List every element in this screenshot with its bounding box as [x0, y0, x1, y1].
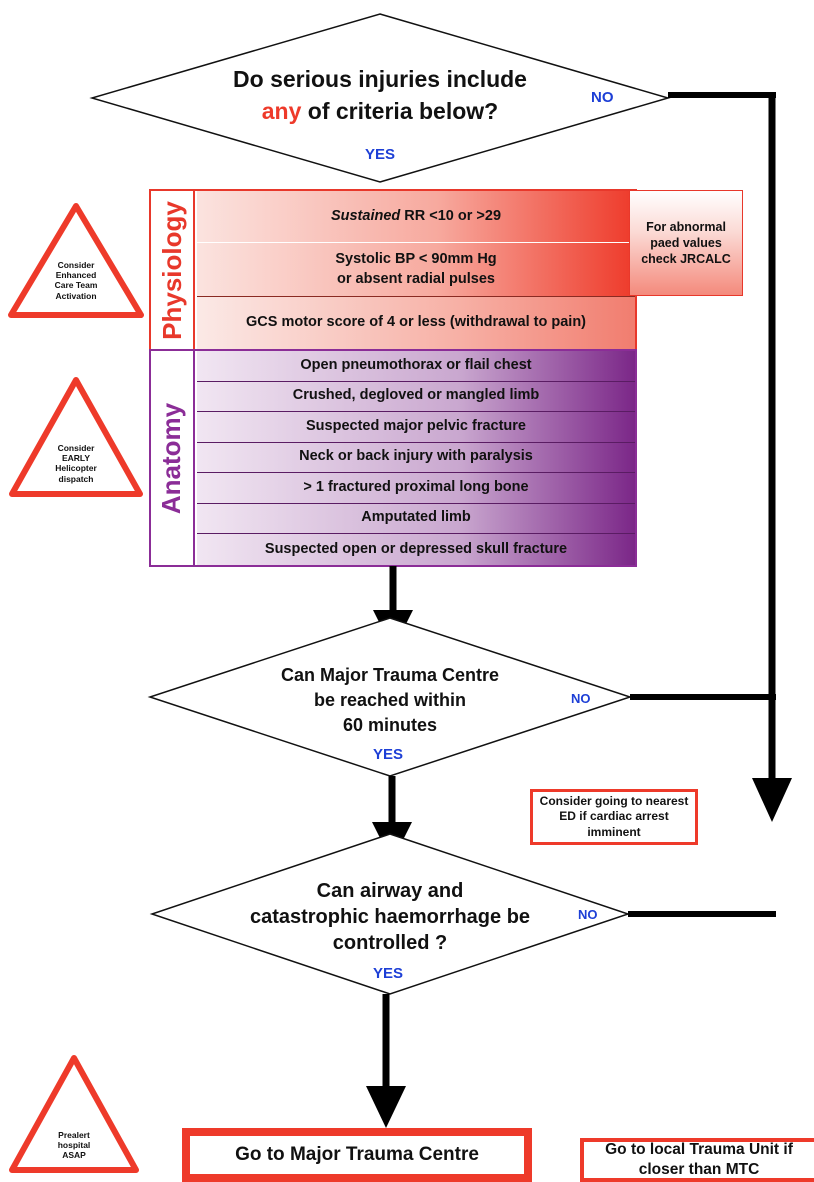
decision-2-no: NO [571, 691, 591, 706]
triangle-enhanced-care [8, 203, 144, 318]
outcome-major-trauma-centre: Go to Major Trauma Centre [182, 1128, 532, 1182]
decision-3-question: Can airway and catastrophic haemorrhage … [220, 878, 560, 956]
triangle-prealert [9, 1055, 139, 1173]
decision-2-line-1: Can Major Trauma Centre [280, 665, 500, 685]
decision-diamond-3 [149, 833, 631, 995]
any-emphasis: any [261, 98, 302, 124]
anatomy-row: Suspected major pelvic fracture [197, 412, 635, 443]
anatomy-row: > 1 fractured proximal long bone [197, 473, 635, 504]
decision-1-line-2-rest: of criteria below? [301, 98, 499, 124]
anatomy-row: Suspected open or depressed skull fractu… [197, 534, 635, 565]
anatomy-row: Crushed, degloved or mangled limb [197, 381, 635, 412]
bp-line-2: or absent radial pulses [337, 270, 495, 287]
decision-1-line-2: any of criteria below? [180, 95, 580, 127]
anatomy-rows: Open pneumothorax or flail chest Crushed… [197, 351, 635, 565]
paed-values-note: For abnormal paed values check JRCALC [629, 190, 743, 296]
physiology-label: Physiology [151, 191, 195, 349]
no-rail-arrowhead [752, 778, 792, 822]
physiology-row-gcs: GCS motor score of 4 or less (withdrawal… [197, 297, 635, 349]
anatomy-label: Anatomy [151, 351, 195, 565]
triangle-helicopter-text: Consider EARLY Helicopter dispatch [55, 443, 97, 484]
rr-text: RR <10 or >29 [400, 207, 502, 224]
physiology-row-rr: Sustained RR <10 or >29 [197, 191, 635, 243]
decision-2-yes: YES [373, 746, 404, 763]
decision-3-yes: YES [373, 965, 404, 982]
decision-1-question: Do serious injuries include any of crite… [180, 63, 580, 127]
triangle-prealert-text: Prealert hospital ASAP [57, 1130, 91, 1161]
nearest-ed-note: Consider going to nearest ED if cardiac … [530, 789, 698, 845]
decision-2-line-2: be reached within [313, 690, 467, 710]
bp-line-1: Systolic BP < 90mm Hg [335, 250, 497, 267]
anatomy-row: Neck or back injury with paralysis [197, 442, 635, 473]
arrow-head-3 [366, 1086, 406, 1128]
decision-1-line-1: Do serious injuries include [233, 66, 527, 92]
decision-3-line-3: controlled ? [332, 932, 448, 954]
decision-3-no: NO [578, 907, 598, 922]
physiology-row-bp: Systolic BP < 90mm Hg or absent radial p… [197, 243, 635, 297]
triangle-helicopter [9, 377, 143, 497]
anatomy-row: Open pneumothorax or flail chest [197, 351, 635, 382]
decision-3-line-1: Can airway and [316, 880, 464, 902]
sustained-italic: Sustained [330, 207, 401, 224]
decision-2-question: Can Major Trauma Centre be reached withi… [240, 663, 540, 738]
decision-2-line-3: 60 minutes [342, 715, 438, 735]
decision-3-line-2: catastrophic haemorrhage be [249, 906, 531, 928]
decision-1-no: NO [591, 89, 614, 106]
decision-diamond-1 [89, 13, 671, 183]
triangle-enhanced-care-text: Consider Enhanced Care Team Activation [54, 260, 98, 301]
outcome-local-trauma-unit: Go to local Trauma Unit if closer than M… [580, 1138, 814, 1182]
anatomy-row: Amputated limb [197, 503, 635, 534]
decision-1-yes: YES [365, 146, 396, 163]
